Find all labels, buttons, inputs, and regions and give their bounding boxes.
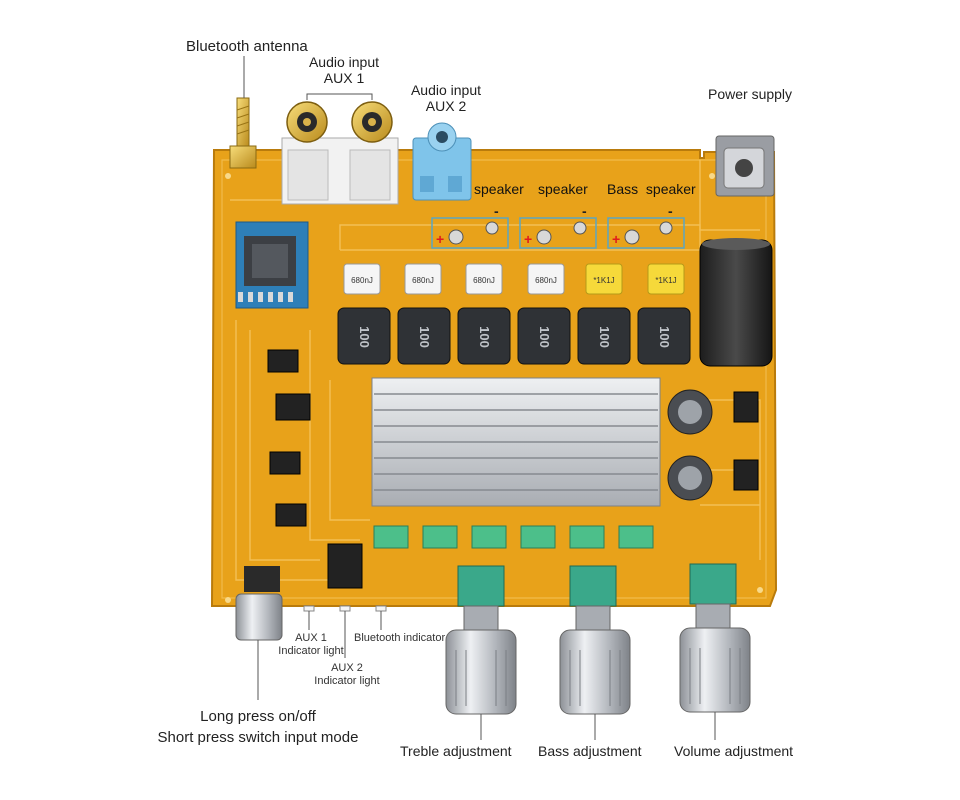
aux1-indicator-label: AUX 1 Indicator light [274,632,348,657]
aux2-label-line2: AUX 2 [425,98,467,115]
knobs [445,627,751,715]
plus-sign: + [524,231,532,247]
minus-sign: - [668,203,673,219]
potentiometers [457,563,737,631]
speaker-left-label: speaker [474,181,524,197]
aux2-label: Audio input AUX 2 [404,82,488,114]
bass-adjustment-label: Bass adjustment [538,743,642,759]
power-supply-jack [715,135,775,197]
minus-sign: - [582,203,587,219]
aux1-label: Audio input AUX 1 [302,54,386,86]
inductor-marking: 100 [657,326,672,348]
aux1-indicator-line2: Indicator light [278,644,344,657]
aux1-rca-jacks [281,101,399,205]
aux2-indicator-line2: Indicator light [314,674,380,687]
small-capacitors [667,389,713,501]
inductor-marking: 100 [477,326,492,348]
ic-chips [267,349,759,589]
inductors [337,307,691,365]
inductor-marking: 100 [597,326,612,348]
button-function-line1: Long press on/off [200,708,316,725]
treble-adjustment-label: Treble adjustment [400,743,512,759]
power-supply-label: Power supply [708,86,793,102]
aux1-label-line1: Audio input [308,54,380,70]
green-blocks [373,525,654,549]
aux2-label-line1: Audio input [410,82,482,98]
aux2-3.5mm-jack [412,122,472,201]
speaker-terminals [431,217,685,249]
button-function-label: Long press on/off Short press switch inp… [136,706,380,748]
leader-lines [243,56,716,740]
minus-sign: - [494,203,499,219]
aux2-indicator-line1: AUX 2 [331,662,363,674]
inductor-marking: 100 [537,326,552,348]
speaker-right-label: speaker [538,181,588,197]
capacitor-marking: *1K1J [655,276,676,285]
capacitor-marking: 680nJ [473,276,495,285]
plus-sign: + [436,231,444,247]
volume-adjustment-label: Volume adjustment [674,743,794,759]
bluetooth-module [235,221,309,309]
plus-sign: + [612,231,620,247]
capacitor-marking: 680nJ [412,276,434,285]
capacitor-marking: 680nJ [351,276,373,285]
bluetooth-antenna-label: Bluetooth antenna [186,38,308,55]
aux1-label-line2: AUX 1 [323,70,365,87]
bluetooth-indicator-label: Bluetooth indicator [354,632,446,644]
power-mode-button [235,566,283,641]
aux2-indicator-label: AUX 2 Indicator light [310,662,384,687]
inductor-marking: 100 [357,326,372,348]
film-capacitors [343,263,685,295]
heatsink [371,377,661,507]
capacitor-marking: *1K1J [593,276,614,285]
capacitor-marking: 680nJ [535,276,557,285]
bass-speaker-label: Bass speaker [607,181,696,197]
main-capacitor [699,238,773,367]
button-function-line2: Short press switch input mode [157,729,359,746]
aux1-indicator-line1: AUX 1 [295,632,327,644]
bluetooth-antenna [229,97,257,169]
inductor-marking: 100 [417,326,432,348]
